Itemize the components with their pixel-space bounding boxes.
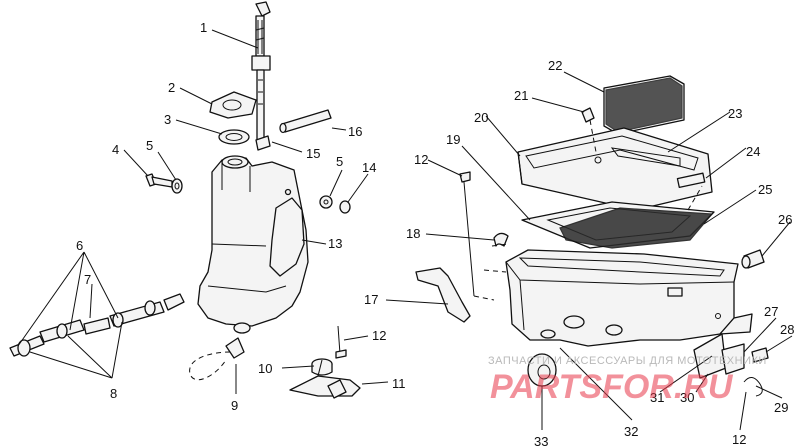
airbox-bracket xyxy=(415,267,471,323)
seal-ring xyxy=(218,129,250,145)
bracket-small xyxy=(721,343,745,375)
callout-8: 8 xyxy=(110,386,117,401)
airbox-screw xyxy=(459,171,475,297)
leader-lines xyxy=(17,29,793,431)
sender-gasket-plate xyxy=(209,91,257,119)
callout-24: 24 xyxy=(746,144,760,159)
callout-7: 7 xyxy=(84,272,91,287)
callout-1: 1 xyxy=(200,20,207,35)
washer-right xyxy=(319,195,333,209)
callout-30: 30 xyxy=(680,390,694,405)
callout-19: 19 xyxy=(446,132,460,147)
assembly-line xyxy=(473,295,495,301)
watermark-caption: ЗАПЧАСТИ И АКСЕССУАРЫ ДЛЯ МОТОТЕХНИКИ xyxy=(488,355,767,367)
assembly-line xyxy=(589,119,597,153)
assembly-line xyxy=(687,185,703,211)
callout-23: 23 xyxy=(728,106,742,121)
fuel-outlet-valve xyxy=(225,322,251,359)
vent-fitting xyxy=(255,135,271,151)
callout-22: 22 xyxy=(548,58,562,73)
callout-12: 12 xyxy=(732,432,746,447)
callout-11: 11 xyxy=(392,376,406,391)
fuel-line-dashed xyxy=(189,351,231,381)
hose-clip xyxy=(493,232,509,247)
assembly-line xyxy=(491,243,509,247)
callout-17: 17 xyxy=(364,292,378,307)
callout-14: 14 xyxy=(362,160,376,175)
callout-27: 27 xyxy=(764,304,778,319)
filter-screen xyxy=(559,207,714,249)
callout-16: 16 xyxy=(348,124,362,139)
washer-left xyxy=(171,178,183,194)
cover-clip xyxy=(581,107,595,123)
callout-15: 15 xyxy=(306,146,320,161)
callout-12: 12 xyxy=(414,152,428,167)
spring-clip xyxy=(743,377,763,397)
callout-26: 26 xyxy=(778,212,792,227)
airbox-cover xyxy=(517,127,713,211)
vent-tube xyxy=(279,109,332,134)
callout-29: 29 xyxy=(774,400,788,415)
mount-bolt xyxy=(145,173,173,188)
callout-28: 28 xyxy=(780,322,794,337)
callout-21: 21 xyxy=(514,88,528,103)
tank-bracket xyxy=(289,359,361,399)
callout-20: 20 xyxy=(474,110,488,125)
callout-6: 6 xyxy=(76,238,83,253)
callout-31: 31 xyxy=(650,390,664,405)
callout-33: 33 xyxy=(534,434,548,448)
airbox-housing xyxy=(505,249,753,379)
watermark-logo: PARTSFOR.RU xyxy=(490,368,734,406)
callout-18: 18 xyxy=(406,226,420,241)
callout-25: 25 xyxy=(758,182,772,197)
callout-2: 2 xyxy=(168,80,175,95)
callout-32: 32 xyxy=(624,424,638,439)
callout-3: 3 xyxy=(164,112,171,127)
fuel-tank xyxy=(197,155,309,327)
fuel-line-assembly xyxy=(9,293,185,357)
fuel-sender-rod xyxy=(251,1,271,141)
mount-cushion xyxy=(311,358,333,376)
callout-9: 9 xyxy=(231,398,238,413)
cover-edge xyxy=(517,151,523,185)
callout-10: 10 xyxy=(258,361,272,376)
foam-filter xyxy=(603,75,685,135)
watermark: ЗАПЧАСТИ И АКСЕССУАРЫ ДЛЯ МОТОТЕХНИКИ PA… xyxy=(488,355,767,406)
grommet-right xyxy=(339,200,351,214)
callout-5: 5 xyxy=(336,154,343,169)
bracket-screw xyxy=(335,325,347,359)
callout-12: 12 xyxy=(372,328,386,343)
assembly-line xyxy=(483,269,507,273)
callout-13: 13 xyxy=(328,236,342,251)
bolt-small xyxy=(751,347,769,363)
callout-4: 4 xyxy=(112,142,119,157)
callouts: 1 2 3 4 5 5 6 7 8 9 10 11 12 12 12 13 14… xyxy=(76,20,794,448)
air-inlet-fitting xyxy=(741,249,765,269)
callout-5: 5 xyxy=(146,138,153,153)
